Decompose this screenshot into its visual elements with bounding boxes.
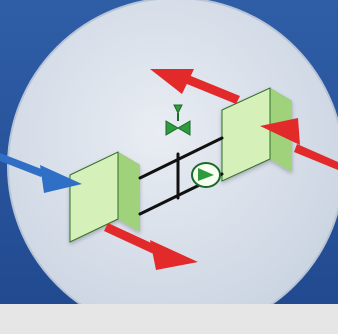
- bottom-strip: [0, 304, 338, 334]
- red-intake-arrow-right: [260, 118, 338, 170]
- right-heat-exchanger-panel: [221, 87, 292, 182]
- blue-intake-arrow: [0, 153, 82, 193]
- red-exhaust-arrow-top: [150, 69, 240, 104]
- airflow-arrows: [0, 69, 338, 270]
- fan-icon: [191, 162, 221, 188]
- valve-icon: [165, 104, 191, 136]
- red-exhaust-arrow-bottom: [104, 223, 198, 270]
- circle-badge: [7, 0, 338, 334]
- left-heat-exchanger-panel: [69, 151, 140, 243]
